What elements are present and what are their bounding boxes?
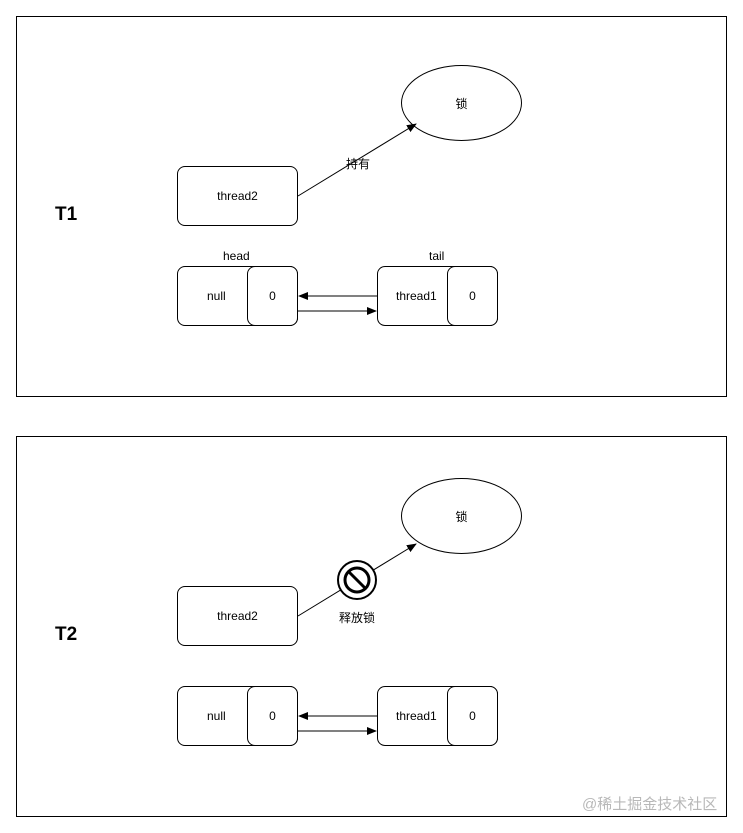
panel-t1 (16, 16, 727, 397)
t2-title: T2 (55, 624, 78, 645)
t1-tail-node-state: 0 (447, 266, 498, 326)
t1-thread2-node: thread2 (177, 166, 298, 226)
t1-hold-arrow (297, 123, 417, 197)
t2-lock-node: 锁 (401, 478, 522, 554)
t2-release-edge-label: 释放锁 (339, 611, 376, 625)
t1-hold-edge-label: 持有 (346, 157, 371, 171)
panel-t2 (16, 436, 727, 817)
t1-tail-label: tail (429, 249, 445, 263)
t2-thread2-node: thread2 (177, 586, 298, 646)
t2-thread2-label: thread2 (217, 609, 258, 623)
t2-tail-node-state: 0 (447, 686, 498, 746)
t2-head-node-state: 0 (247, 686, 298, 746)
t2-head-node-state-label: 0 (269, 709, 276, 723)
t2-tail-node-state-label: 0 (469, 709, 476, 723)
t1-head-node-state-label: 0 (269, 289, 276, 303)
t1-lock-node: 锁 (401, 65, 522, 141)
t1-title: T1 (55, 204, 78, 225)
prohibited-icon (337, 560, 377, 600)
t1-head-label: head (223, 249, 250, 263)
t1-tail-node-value: thread1 (396, 289, 437, 303)
t1-thread2-label: thread2 (217, 189, 258, 203)
t2-tail-node-value: thread1 (396, 709, 437, 723)
t2-lock-label: 锁 (455, 509, 468, 524)
t2-head-node-value: null (207, 709, 226, 723)
t1-lock-label: 锁 (455, 96, 468, 111)
t1-head-node-state: 0 (247, 266, 298, 326)
t1-tail-node-state-label: 0 (469, 289, 476, 303)
watermark: @稀土掘金技术社区 (582, 796, 718, 813)
t1-head-node-value: null (207, 289, 226, 303)
